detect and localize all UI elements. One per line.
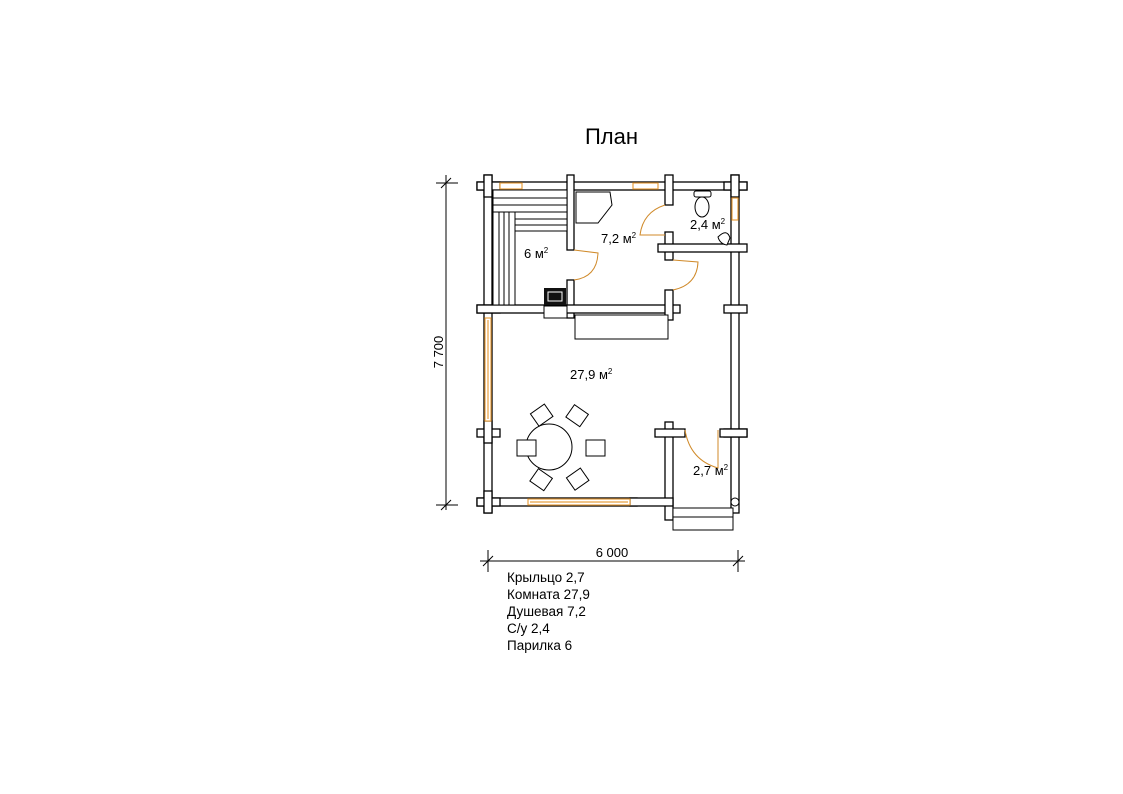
door-shower [672, 259, 699, 291]
plan-title: План [584, 124, 639, 149]
porch-steps [672, 507, 734, 531]
room-area-wc: 2,4 м2 [690, 217, 726, 232]
chair [565, 403, 590, 428]
sink-icon [717, 232, 731, 246]
window [499, 182, 523, 190]
sauna-bench [492, 189, 568, 306]
window [731, 197, 739, 221]
door-entrance [684, 429, 719, 469]
chair [516, 439, 537, 457]
wall-wc-bottom [657, 243, 748, 253]
legend-item: Душевая 7,2 [507, 604, 586, 619]
door-sauna [573, 249, 599, 281]
stove-icon [544, 288, 566, 305]
doors [573, 204, 719, 469]
shower-tray-icon [575, 191, 613, 224]
door-wc [639, 204, 666, 236]
chair [565, 467, 590, 491]
wall-middle [476, 304, 681, 314]
chair [529, 403, 554, 427]
legend-item: Крыльцо 2,7 [507, 570, 585, 585]
dimension-width: 6 000 [596, 545, 629, 560]
chair [585, 439, 606, 457]
room-area-main: 27,9 м2 [570, 367, 613, 382]
wall-right [730, 174, 740, 514]
bench [574, 314, 669, 340]
room-area-porch: 2,7 м2 [693, 463, 729, 478]
legend-item: Парилка 6 [507, 638, 573, 653]
dining-set [516, 403, 606, 492]
toilet-icon [693, 190, 712, 198]
dimension-lines [436, 175, 745, 572]
window [632, 182, 659, 190]
windows [484, 182, 739, 506]
chair [529, 467, 554, 492]
legend-item: Комната 27,9 [507, 587, 590, 602]
room-area-shower: 7,2 м2 [601, 231, 637, 246]
wall-shower-wc [664, 174, 674, 206]
wall-sauna-shower [566, 174, 575, 251]
post-icon [730, 497, 740, 507]
wall-porch [664, 421, 674, 521]
legend-item: С/у 2,4 [507, 621, 550, 636]
area-legend: Крыльцо 2,7 Комната 27,9 Душевая 7,2 С/у… [507, 569, 590, 654]
dimension-height: 7 700 [431, 336, 446, 369]
room-area-steam: 6 м2 [524, 246, 549, 261]
